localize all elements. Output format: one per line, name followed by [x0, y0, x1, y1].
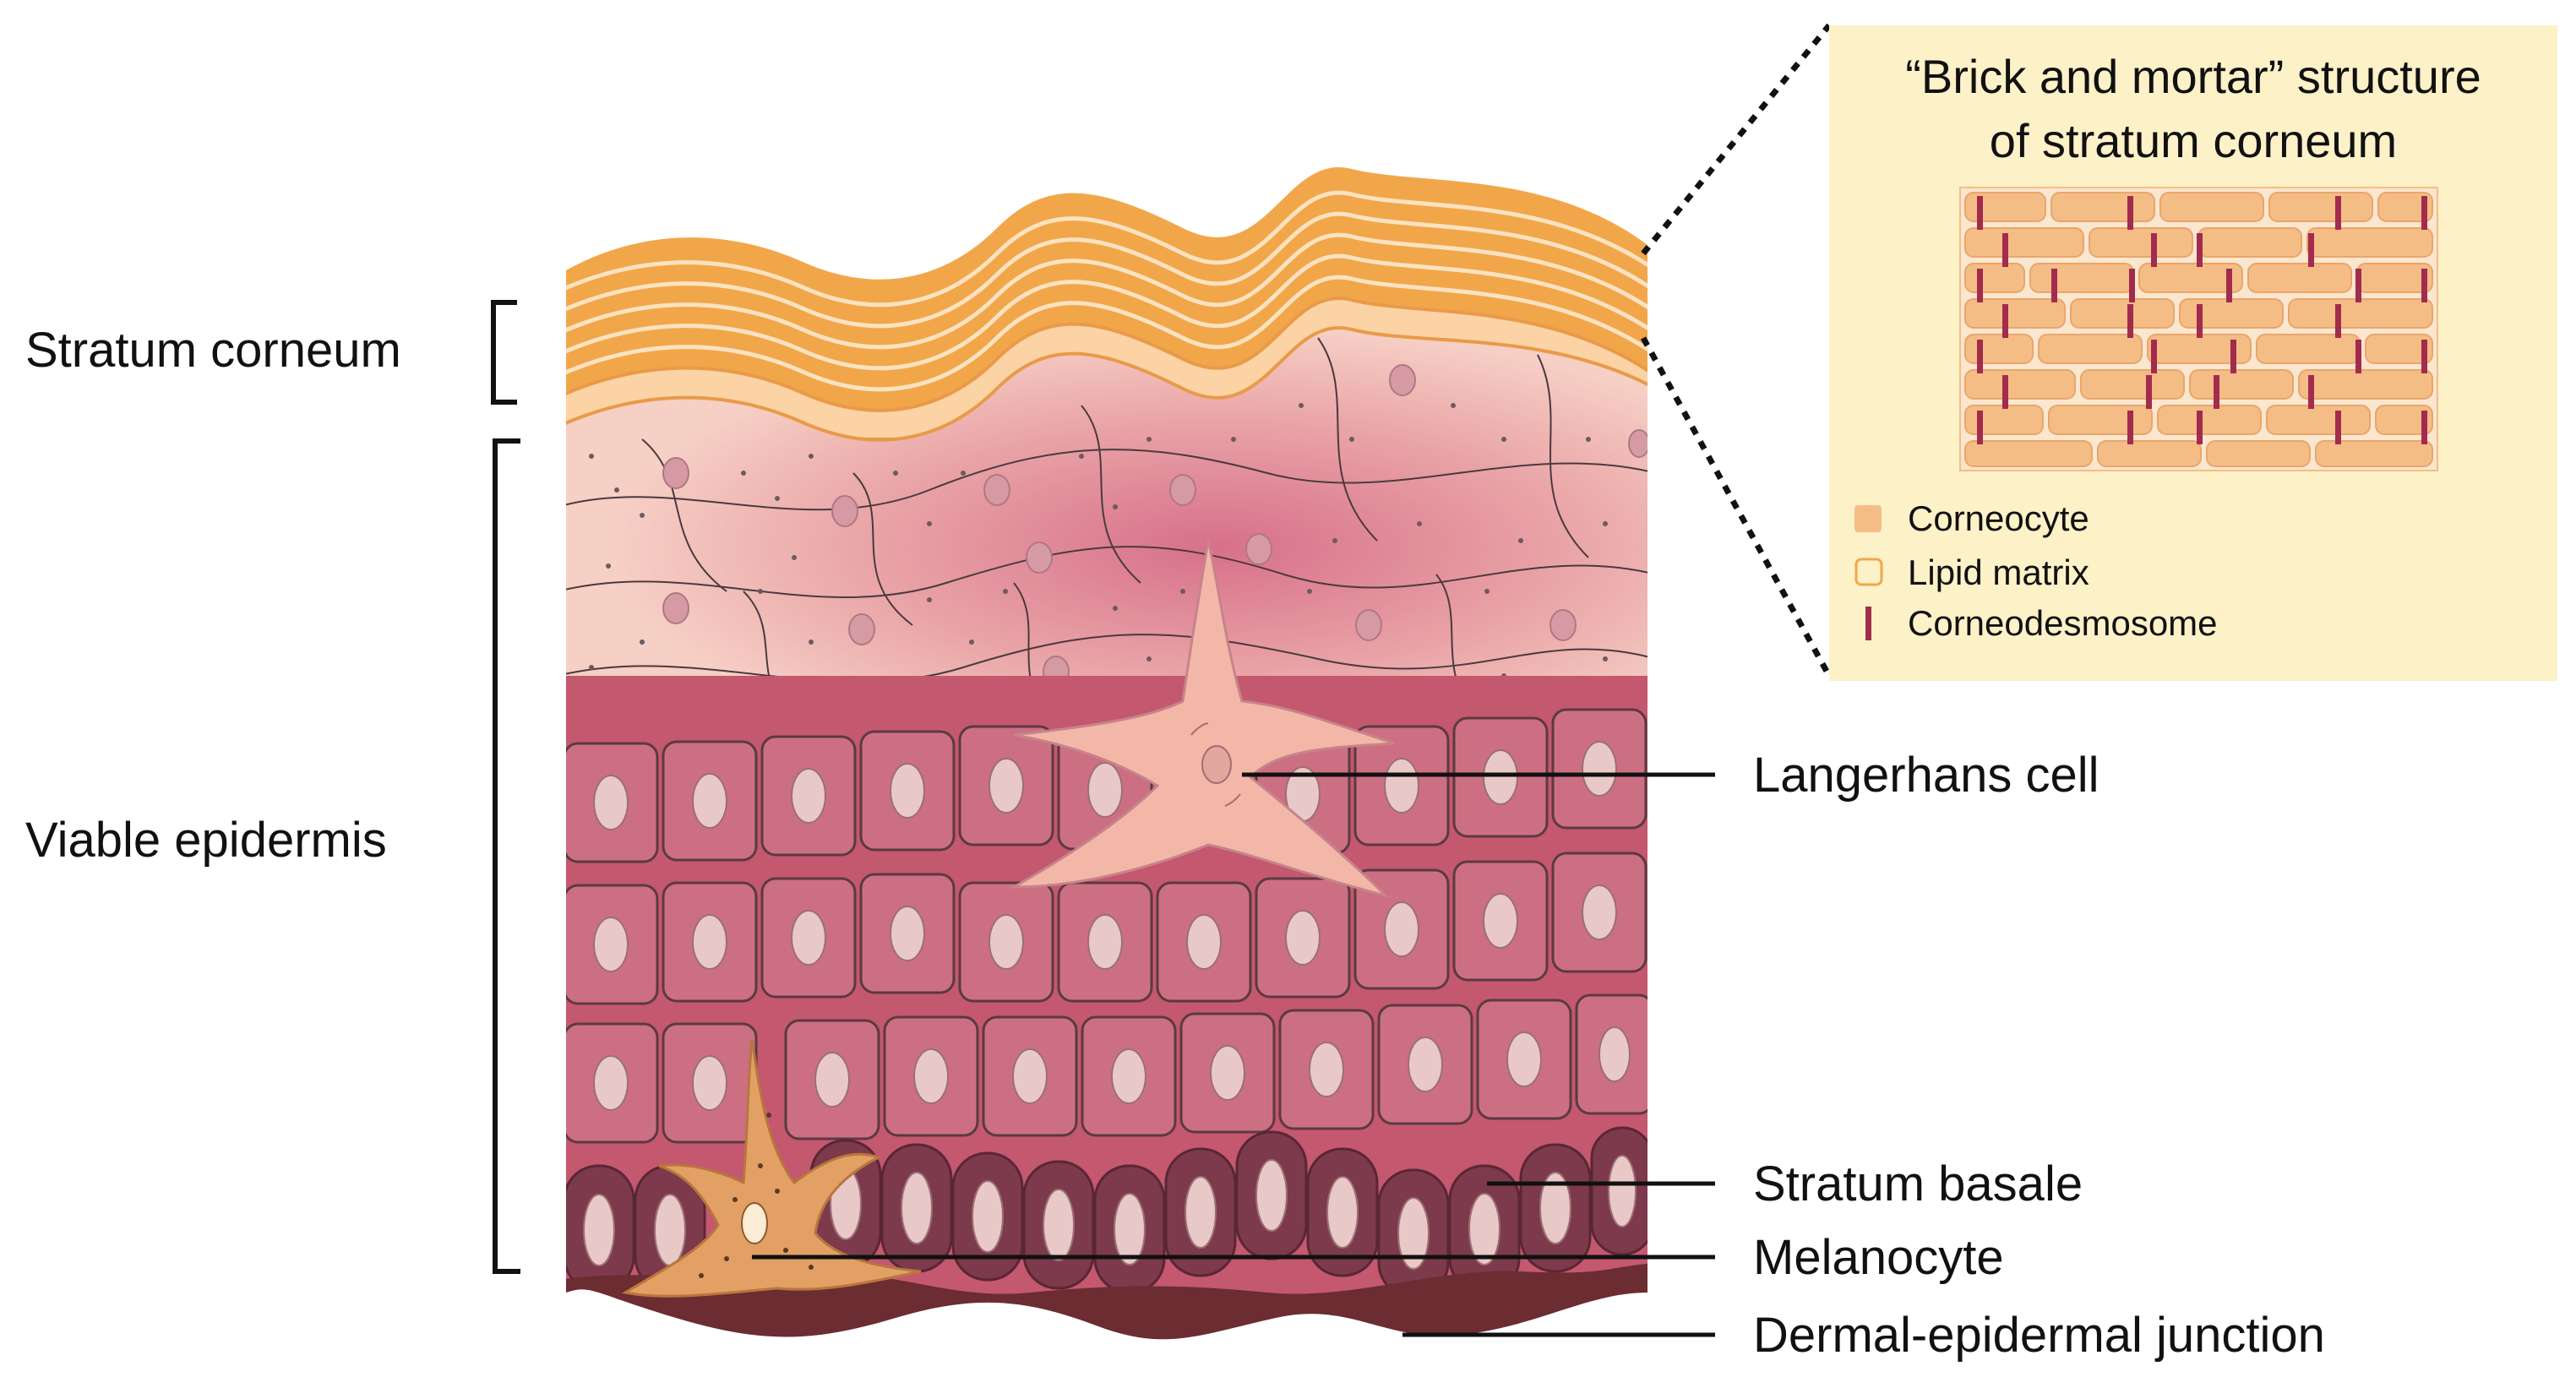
granular-cell-outlines [566, 337, 1647, 727]
melanocyte-label: Melanocyte [1753, 1230, 2004, 1285]
dermal-epidermal-junction-label: Dermal-epidermal junction [1753, 1308, 2325, 1363]
viable-epidermis-bracket [493, 438, 520, 1274]
spinous-nuclei [593, 741, 1631, 1111]
lipid-matrix-legend-label: Lipid matrix [1908, 552, 2089, 592]
corneodesmosomes [1977, 196, 2427, 444]
corneum-lamellae [566, 190, 1647, 392]
langerhans-cell [1009, 540, 1395, 898]
lipid-matrix-swatch [1854, 558, 1883, 586]
label-brackets [491, 300, 520, 1274]
inset-title-line2: of stratum corneum [1990, 114, 2397, 167]
stratum-corneum-label: Stratum corneum [25, 323, 401, 378]
corneocyte-swatch [1854, 505, 1882, 532]
spinosum-top-edge [566, 676, 1647, 727]
viable-epidermis-label: Viable epidermis [25, 813, 387, 868]
stratum-basale-label: Stratum basale [1753, 1157, 2083, 1211]
corneocyte-legend-label: Corneocyte [1908, 498, 2089, 538]
leader-lines [752, 772, 1715, 1337]
corneodesmosome-legend-label: Corneodesmosome [1908, 603, 2218, 643]
stratum-corneum-bracket [491, 300, 517, 405]
langerhans-cell-label: Langerhans cell [1753, 748, 2099, 803]
brick-mortar-inset: “Brick and mortar” structure of stratum … [1829, 25, 2557, 681]
inset-legend: Corneocyte Lipid matrix Corneodesmosome [1854, 498, 2218, 643]
corneodesmosome-swatch [1865, 607, 1871, 640]
spinous-cells [566, 708, 1647, 1144]
zoom-dotted-lines [1640, 23, 1833, 678]
granular-nuclei [662, 364, 1647, 717]
inset-title-line1: “Brick and mortar” structure [1905, 50, 2481, 103]
melanocyte-cell [621, 1038, 922, 1298]
